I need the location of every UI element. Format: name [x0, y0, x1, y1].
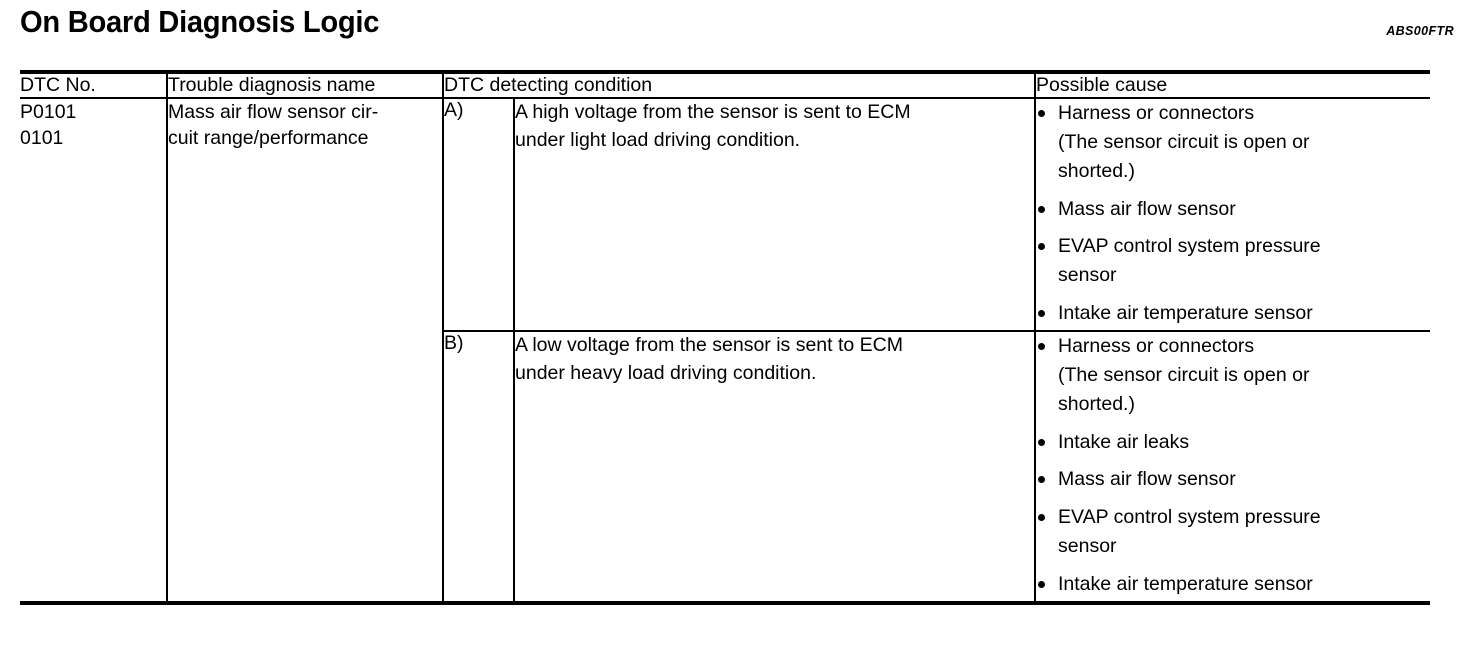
condition-a-line-2: under light load driving condition. — [515, 128, 801, 151]
on-board-diagnosis-table: DTC No. Trouble diagnosis name DTC detec… — [20, 70, 1430, 605]
possible-cause-list-a: Harness or connectors (The sensor circui… — [1035, 98, 1430, 331]
cell-trouble-diagnosis-name: Mass air flow sensor cir- cuit range/per… — [167, 98, 444, 601]
cause-line: Intake air leaks — [1058, 430, 1190, 453]
table-header-row: DTC No. Trouble diagnosis name DTC detec… — [20, 72, 1430, 98]
page-title: On Board Diagnosis Logic — [20, 4, 380, 39]
cause-line: shorted.) — [1058, 392, 1135, 415]
condition-b-line-1: A low voltage from the sensor is sent to… — [515, 334, 904, 357]
cause-line: sensor — [1058, 535, 1117, 558]
list-item: Harness or connectors (The sensor circui… — [1036, 99, 1430, 186]
list-item: Mass air flow sensor — [1036, 465, 1430, 494]
cause-line: Intake air temperature sensor — [1058, 302, 1313, 325]
list-item: Intake air leaks — [1036, 428, 1430, 457]
column-header-dtc-no: DTC No. — [20, 72, 168, 98]
bullet-icon — [1038, 310, 1045, 318]
cause-list: Harness or connectors (The sensor circui… — [1036, 99, 1430, 328]
dtc-no-line-2: 0101 — [20, 127, 64, 150]
cause-line: EVAP control system pressure — [1058, 235, 1321, 258]
table-body: P0101 0101 Mass air flow sensor cir- cui… — [20, 98, 1430, 605]
bullet-icon — [1038, 581, 1045, 589]
list-item: Intake air temperature sensor — [1036, 570, 1430, 599]
bullet-icon — [1038, 243, 1045, 251]
condition-text-a: A high voltage from the sensor is sent t… — [514, 98, 1036, 332]
table-bottom-rule — [20, 598, 1430, 605]
possible-cause-list-b: Harness or connectors (The sensor circui… — [1035, 330, 1430, 601]
condition-label-a: A) — [443, 98, 515, 332]
cause-line: sensor — [1058, 264, 1117, 287]
cell-dtc-no: P0101 0101 — [20, 98, 168, 601]
table-row: B) A low voltage from the sensor is sent… — [20, 330, 1430, 601]
condition-text-b: A low voltage from the sensor is sent to… — [514, 330, 1036, 601]
table-bottom-rule-row — [20, 598, 1430, 605]
bullet-icon — [1038, 438, 1045, 446]
cause-line: (The sensor circuit is open or — [1058, 363, 1310, 386]
list-item: Intake air temperature sensor — [1036, 299, 1430, 328]
cause-line: (The sensor circuit is open or — [1058, 130, 1310, 153]
bullet-icon — [1038, 514, 1045, 522]
column-header-possible-cause: Possible cause — [1036, 74, 1168, 96]
cause-line: Intake air temperature sensor — [1058, 573, 1313, 596]
cause-line: Mass air flow sensor — [1058, 468, 1236, 491]
table-row: P0101 0101 Mass air flow sensor cir- cui… — [20, 98, 1430, 601]
document-reference-code: ABS00FTR — [1386, 24, 1454, 38]
cause-line: Mass air flow sensor — [1058, 197, 1236, 220]
bullet-icon — [1038, 110, 1045, 117]
trouble-diagnosis-name-line-2: cuit range/performance — [168, 127, 369, 150]
condition-label-b: B) — [443, 330, 515, 601]
cause-list: Harness or connectors (The sensor circui… — [1036, 332, 1430, 599]
column-header-dtc-detecting-condition: DTC detecting condition — [443, 72, 1036, 98]
list-item: Harness or connectors (The sensor circui… — [1036, 332, 1430, 419]
bullet-icon — [1038, 476, 1045, 484]
cause-line: shorted.) — [1058, 159, 1135, 182]
column-header-trouble-diagnosis-name: Trouble diagnosis name — [167, 72, 444, 98]
dtc-no-line-1: P0101 — [20, 101, 77, 123]
trouble-diagnosis-name-line-1: Mass air flow sensor cir- — [168, 101, 379, 123]
list-item: EVAP control system pressure sensor — [1036, 503, 1430, 561]
condition-b-line-2: under heavy load driving condition. — [515, 361, 817, 384]
list-item: Mass air flow sensor — [1036, 195, 1430, 224]
cause-line: Harness or connectors — [1058, 335, 1255, 358]
list-item: EVAP control system pressure sensor — [1036, 232, 1430, 290]
bullet-icon — [1038, 205, 1045, 213]
bullet-icon — [1038, 343, 1045, 351]
table-header: DTC No. Trouble diagnosis name DTC detec… — [20, 72, 1430, 98]
dtc-table-container: DTC No. Trouble diagnosis name DTC detec… — [20, 70, 1430, 605]
cause-line: Harness or connectors — [1058, 102, 1255, 124]
cause-line: EVAP control system pressure — [1058, 506, 1321, 529]
condition-a-line-1: A high voltage from the sensor is sent t… — [515, 101, 911, 123]
